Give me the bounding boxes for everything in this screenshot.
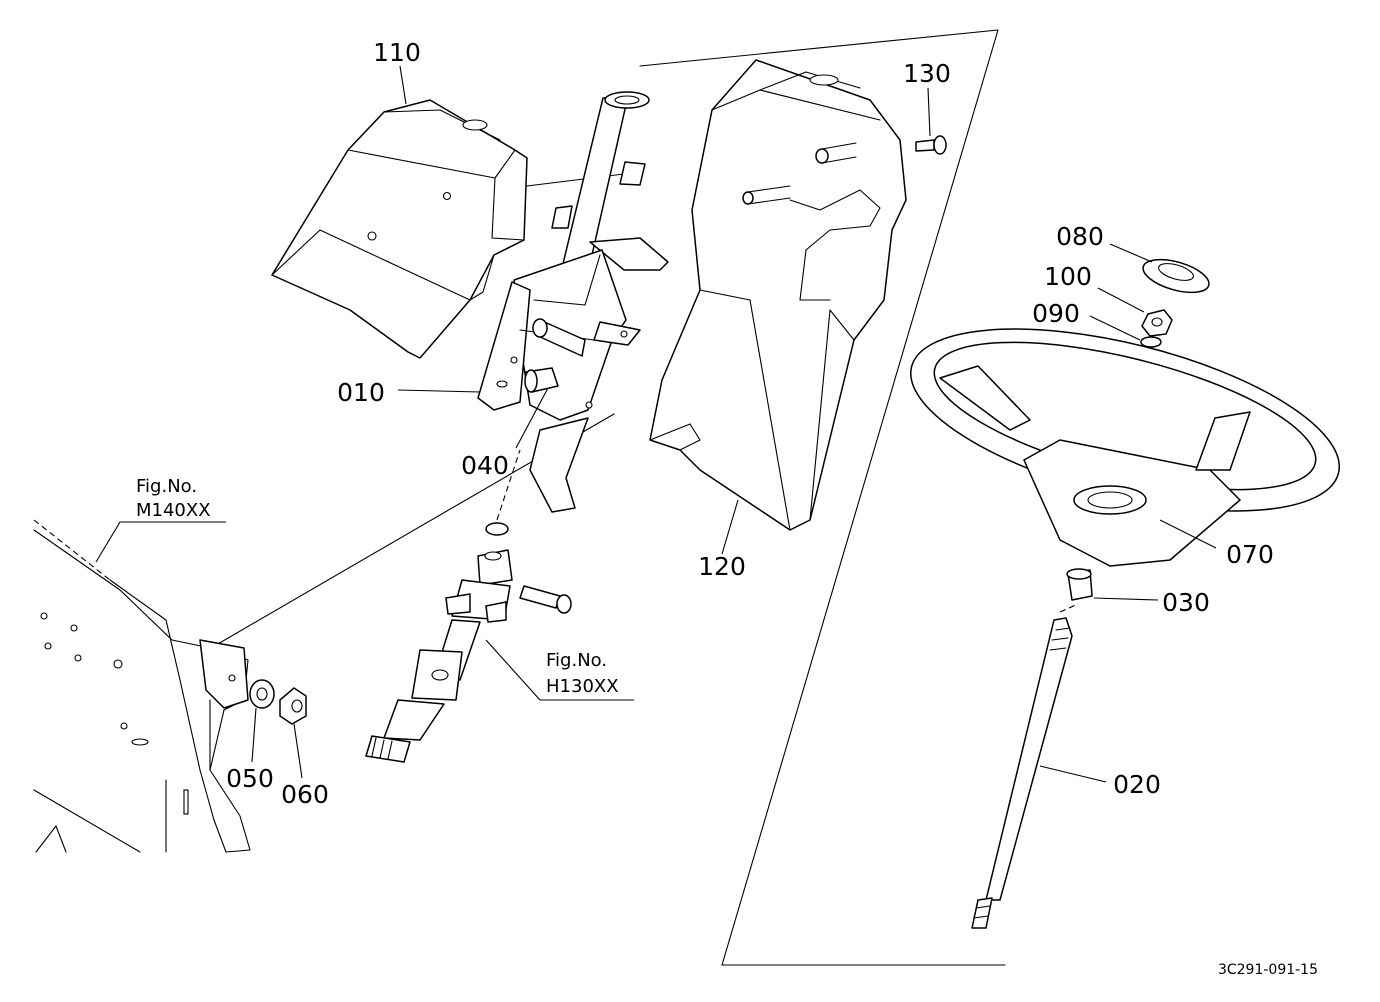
label-090: 090 bbox=[1032, 299, 1080, 328]
leader-110 bbox=[399, 65, 407, 105]
washer-050 bbox=[249, 679, 275, 763]
screw-130 bbox=[915, 87, 947, 155]
leader-120 bbox=[721, 499, 739, 555]
bolt-040 bbox=[515, 367, 559, 449]
label-030: 030 bbox=[1162, 588, 1210, 617]
label-120: 120 bbox=[698, 552, 746, 581]
label-130: 130 bbox=[903, 59, 951, 88]
steering-shaft-020 bbox=[971, 603, 1107, 929]
label-040: 040 bbox=[461, 451, 509, 480]
universal-joint-shaft bbox=[365, 449, 634, 763]
center-cap-080 bbox=[1109, 243, 1210, 294]
fig-ref-h130xx-line1: Fig.No. bbox=[546, 650, 607, 671]
label-010: 010 bbox=[337, 378, 385, 407]
label-070: 070 bbox=[1226, 540, 1274, 569]
fig-ref-m140xx-line2: M140XX bbox=[136, 500, 211, 521]
steering-wheel-070 bbox=[909, 328, 1341, 567]
label-020: 020 bbox=[1113, 770, 1161, 799]
label-080: 080 bbox=[1056, 222, 1104, 251]
label-110: 110 bbox=[373, 38, 421, 67]
label-100: 100 bbox=[1044, 262, 1092, 291]
upper-cover-110 bbox=[271, 99, 641, 359]
label-060: 060 bbox=[281, 780, 329, 809]
lower-cover-120 bbox=[649, 59, 907, 531]
nut-060 bbox=[279, 687, 307, 779]
label-050: 050 bbox=[226, 764, 274, 793]
bushing-030 bbox=[1066, 568, 1159, 601]
nut-100 bbox=[1097, 287, 1173, 337]
leader-010 bbox=[397, 389, 481, 393]
fig-ref-m140xx-line1: Fig.No. bbox=[136, 476, 197, 497]
frame-section bbox=[33, 519, 251, 853]
drawing-code: 3C291-091-15 bbox=[1218, 962, 1318, 978]
washer-090 bbox=[1089, 315, 1162, 348]
fig-ref-h130xx-line2: H130XX bbox=[546, 676, 619, 697]
